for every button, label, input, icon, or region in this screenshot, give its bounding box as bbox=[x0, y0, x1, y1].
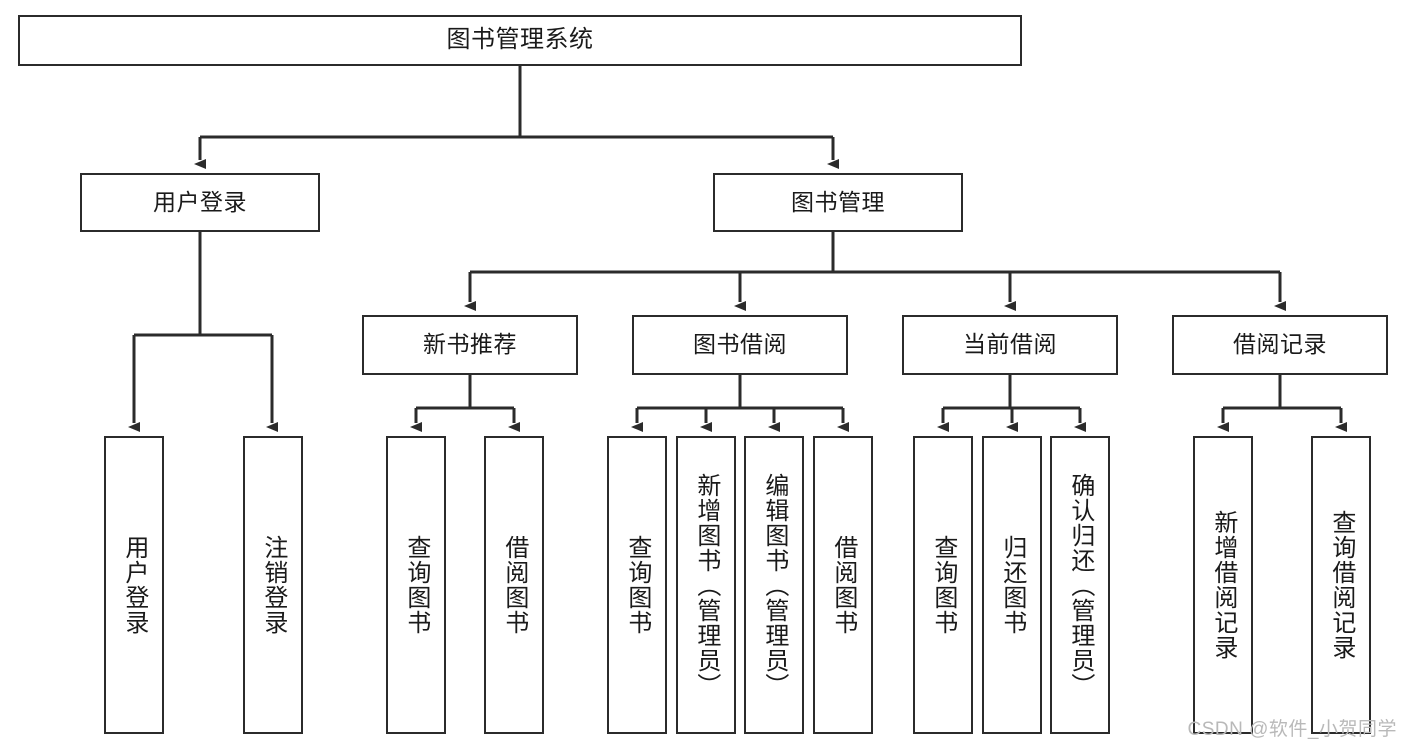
leaf-query-book-borrow[interactable]: 查询图书 bbox=[607, 436, 667, 734]
node-book-management-label: 图书管理 bbox=[791, 188, 885, 215]
leaf-add-book-admin-label: 新增图书（管理员） bbox=[692, 472, 720, 698]
leaf-query-book-borrow-label: 查询图书 bbox=[623, 535, 651, 635]
leaf-user-login[interactable]: 用户登录 bbox=[104, 436, 164, 734]
leaf-confirm-return-admin-label: 确认归还（管理员） bbox=[1066, 472, 1094, 698]
leaf-add-book-admin[interactable]: 新增图书（管理员） bbox=[676, 436, 736, 734]
node-new-book-recommend[interactable]: 新书推荐 bbox=[362, 315, 578, 375]
leaf-borrow-book-recommend[interactable]: 借阅图书 bbox=[484, 436, 544, 734]
node-user-login[interactable]: 用户登录 bbox=[80, 173, 320, 232]
leaf-query-book-recommend[interactable]: 查询图书 bbox=[386, 436, 446, 734]
leaf-confirm-return-admin[interactable]: 确认归还（管理员） bbox=[1050, 436, 1110, 734]
node-root-label: 图书管理系统 bbox=[446, 26, 594, 54]
node-borrow-record-label: 借阅记录 bbox=[1233, 331, 1327, 358]
leaf-return-book[interactable]: 归还图书 bbox=[982, 436, 1042, 734]
leaf-return-book-label: 归还图书 bbox=[998, 535, 1026, 635]
leaf-query-borrow-record[interactable]: 查询借阅记录 bbox=[1311, 436, 1371, 734]
leaf-logout[interactable]: 注销登录 bbox=[243, 436, 303, 734]
node-root[interactable]: 图书管理系统 bbox=[18, 15, 1022, 66]
leaf-add-borrow-record-label: 新增借阅记录 bbox=[1209, 510, 1237, 660]
node-current-borrow[interactable]: 当前借阅 bbox=[902, 315, 1118, 375]
leaf-query-book-current-label: 查询图书 bbox=[929, 535, 957, 635]
leaf-query-book-current[interactable]: 查询图书 bbox=[913, 436, 973, 734]
node-book-borrow-label: 图书借阅 bbox=[693, 331, 787, 358]
node-book-management[interactable]: 图书管理 bbox=[713, 173, 963, 232]
leaf-query-borrow-record-label: 查询借阅记录 bbox=[1327, 510, 1355, 660]
leaf-query-book-recommend-label: 查询图书 bbox=[402, 535, 430, 635]
leaf-logout-label: 注销登录 bbox=[259, 535, 287, 635]
leaf-borrow-book-label: 借阅图书 bbox=[829, 535, 857, 635]
leaf-edit-book-admin-label: 编辑图书（管理员） bbox=[760, 472, 788, 698]
leaf-add-borrow-record[interactable]: 新增借阅记录 bbox=[1193, 436, 1253, 734]
node-current-borrow-label: 当前借阅 bbox=[963, 331, 1057, 358]
leaf-borrow-book-recommend-label: 借阅图书 bbox=[500, 535, 528, 635]
node-user-login-label: 用户登录 bbox=[153, 188, 247, 215]
leaf-borrow-book[interactable]: 借阅图书 bbox=[813, 436, 873, 734]
leaf-user-login-label: 用户登录 bbox=[120, 535, 148, 635]
node-book-borrow[interactable]: 图书借阅 bbox=[632, 315, 848, 375]
node-new-book-recommend-label: 新书推荐 bbox=[423, 331, 517, 358]
leaf-edit-book-admin[interactable]: 编辑图书（管理员） bbox=[744, 436, 804, 734]
node-borrow-record[interactable]: 借阅记录 bbox=[1172, 315, 1388, 375]
watermark-text: CSDN @软件_小贺同学 bbox=[1187, 719, 1397, 740]
